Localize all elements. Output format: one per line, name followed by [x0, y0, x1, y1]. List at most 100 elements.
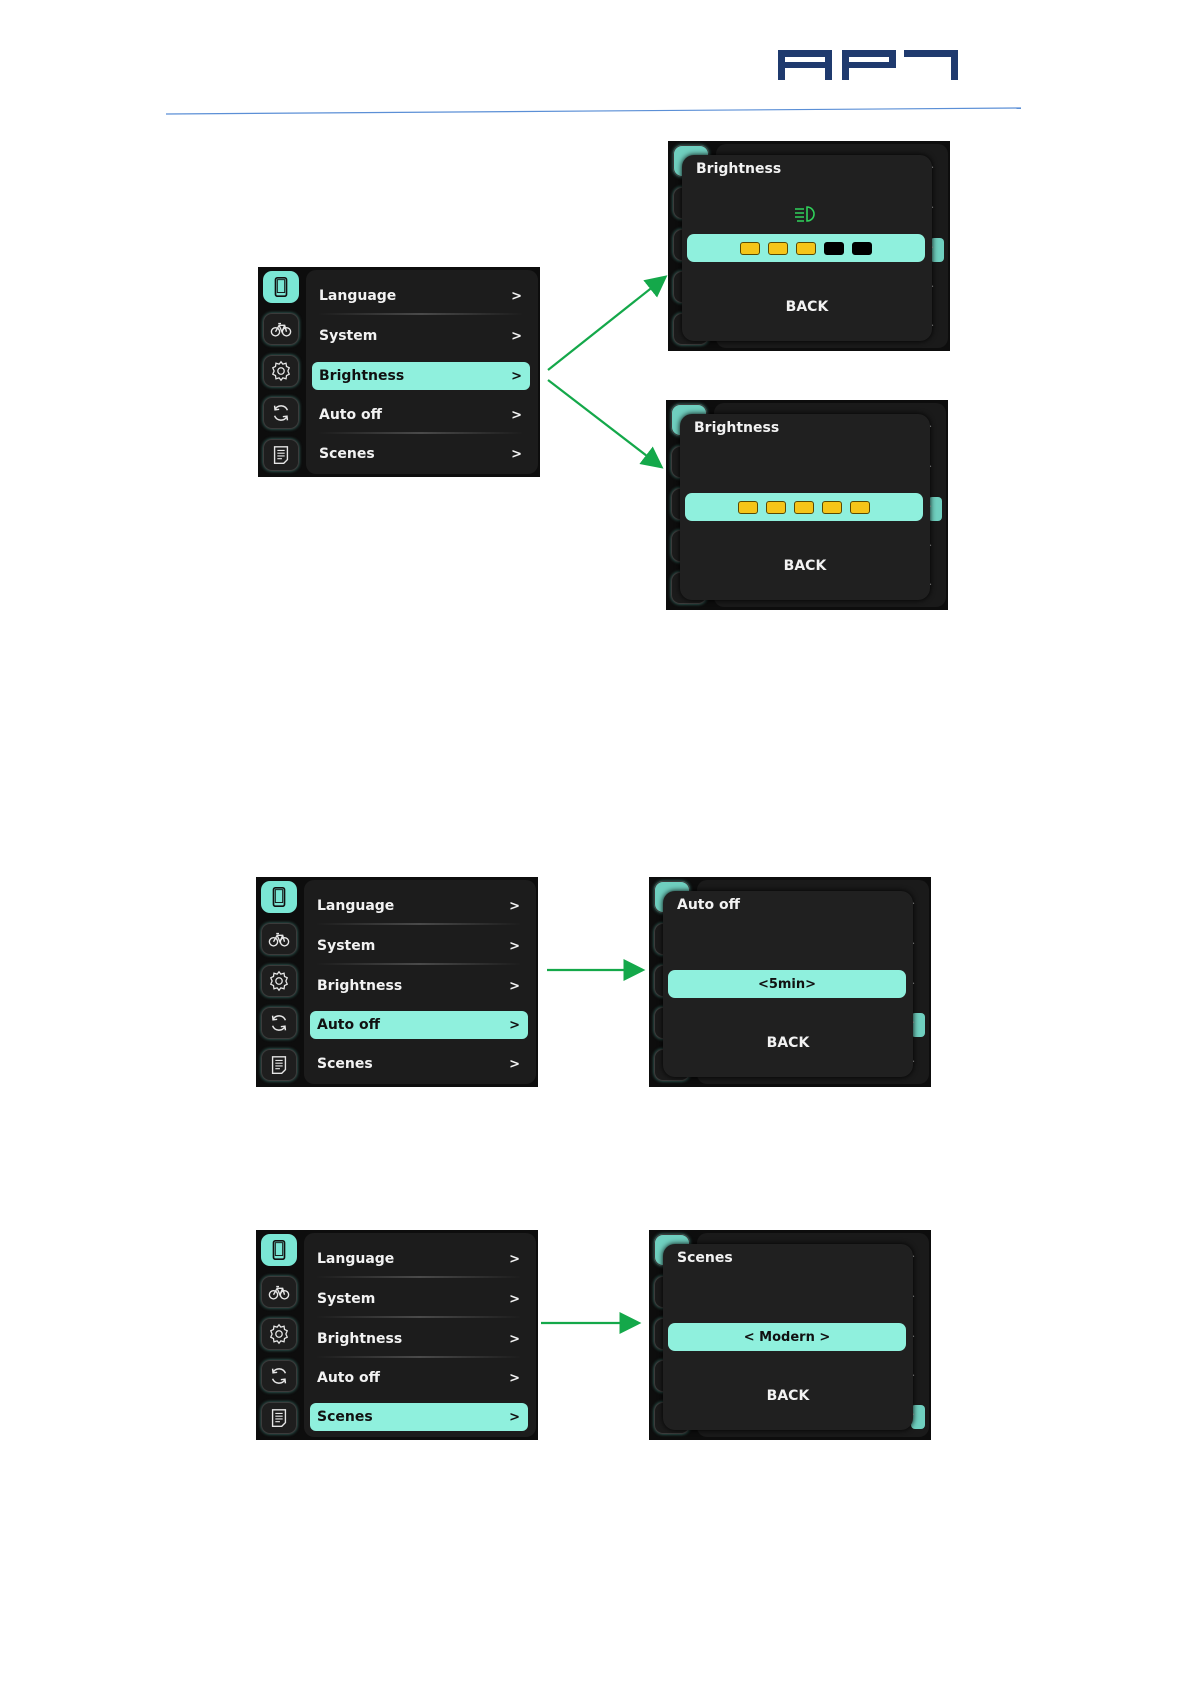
headlight-icon [792, 205, 820, 223]
brightness-segment [740, 242, 760, 255]
menu-item-auto-off[interactable]: Auto off > [310, 1011, 528, 1039]
back-button[interactable]: BACK [663, 1388, 913, 1404]
sidebar-tab-document[interactable] [263, 439, 299, 471]
menu-item-language[interactable]: Language > [312, 282, 530, 310]
sidebar-tab-document[interactable] [261, 1402, 297, 1434]
menu-item-label: System [319, 328, 377, 344]
sidebar-tab-display[interactable] [263, 271, 299, 303]
popup-dialog: Scenes < Modern > BACK [663, 1244, 913, 1430]
brightness-segment [794, 501, 814, 514]
sidebar-tab-refresh[interactable] [261, 1007, 297, 1039]
brightness-segment [768, 242, 788, 255]
menu-item-language[interactable]: Language> [310, 1245, 528, 1273]
chevron-right-icon: > [509, 1252, 520, 1267]
gear-icon [270, 360, 292, 382]
gear-icon [268, 1323, 290, 1345]
chevron-right-icon: > [511, 369, 522, 384]
menu-item-label: Auto off [319, 407, 382, 423]
brightness-segment [766, 501, 786, 514]
arrow-to-brightness-b [548, 380, 660, 466]
brightness-segment [852, 242, 872, 255]
menu-item-system[interactable]: System > [312, 322, 530, 350]
chevron-right-icon: > [509, 979, 520, 994]
document-icon [270, 444, 292, 466]
menu-item-label: Brightness [319, 368, 404, 384]
brightness-segment [824, 242, 844, 255]
popup-dialog: Auto off <5min> BACK [663, 891, 913, 1077]
menu-item-label: Brightness [317, 1331, 402, 1347]
brightness-level-bar[interactable] [687, 234, 925, 262]
brightness-level-bar[interactable] [685, 493, 923, 521]
refresh-icon [268, 1365, 290, 1387]
bicycle-icon [268, 928, 290, 950]
menu-item-label: Auto off [317, 1017, 380, 1033]
display-icon [268, 1239, 290, 1261]
menu-item-label: System [317, 938, 375, 954]
menu-item-label: Language [319, 288, 396, 304]
chevron-right-icon: > [509, 1018, 520, 1033]
sidebar-tab-bicycle[interactable] [263, 313, 299, 345]
bicycle-icon [270, 318, 292, 340]
popup-title: Auto off [677, 897, 740, 913]
bicycle-icon [268, 1281, 290, 1303]
sidebar-tab-gear[interactable] [263, 355, 299, 387]
menu-item-scenes[interactable]: Scenes> [310, 1403, 528, 1431]
sidebar-tab-gear[interactable] [261, 1318, 297, 1350]
gear-icon [268, 970, 290, 992]
sidebar-tab-refresh[interactable] [263, 397, 299, 429]
menu-item-brightness[interactable]: Brightness> [310, 1325, 528, 1353]
popup-dialog: BrightnessBACK [682, 155, 932, 341]
chevron-right-icon: > [509, 1371, 520, 1386]
ap7-logo [778, 50, 958, 80]
menu-item-scenes[interactable]: Scenes> [312, 440, 530, 468]
back-button[interactable]: BACK [663, 1035, 913, 1051]
sidebar-tab-bicycle[interactable] [261, 923, 297, 955]
chevron-right-icon: > [511, 289, 522, 304]
popup-title: Scenes [677, 1250, 733, 1266]
sidebar-tab-display[interactable] [261, 881, 297, 913]
popup-screen-scenes: >>>>>Scenes< Modern >BACK [649, 1230, 931, 1440]
menu-item-system[interactable]: System > [310, 932, 528, 960]
sidebar-tab-document[interactable] [261, 1049, 297, 1081]
menu-divider [318, 313, 524, 315]
chevron-right-icon: > [509, 1057, 520, 1072]
chevron-right-icon: > [509, 939, 520, 954]
back-button[interactable]: BACK [680, 558, 930, 574]
sidebar [256, 1230, 302, 1440]
menu-divider [316, 923, 522, 925]
document-icon [268, 1054, 290, 1076]
menu-divider [316, 963, 522, 965]
sidebar-tab-bicycle[interactable] [261, 1276, 297, 1308]
menu-item-scenes[interactable]: Scenes> [310, 1050, 528, 1078]
brightness-segment [796, 242, 816, 255]
settings-menu: Language>System>Brightness>Auto off>Scen… [304, 1233, 536, 1437]
menu-divider [316, 1316, 522, 1318]
menu-item-auto-off[interactable]: Auto off > [312, 401, 530, 429]
value-selector[interactable]: < Modern > [668, 1323, 906, 1351]
menu-divider [318, 432, 524, 434]
sidebar-tab-gear[interactable] [261, 965, 297, 997]
refresh-icon [268, 1012, 290, 1034]
chevron-right-icon: > [511, 408, 522, 423]
menu-item-brightness[interactable]: Brightness > [312, 362, 530, 390]
sidebar-tab-refresh[interactable] [261, 1360, 297, 1392]
settings-screen-scenes: Language>System>Brightness>Auto off>Scen… [256, 1230, 538, 1440]
settings-screen-auto-off: Language>System>Brightness>Auto off>Scen… [256, 877, 538, 1087]
chevron-right-icon: > [509, 899, 520, 914]
menu-item-label: Scenes [319, 446, 375, 462]
sidebar [256, 877, 302, 1087]
menu-item-brightness[interactable]: Brightness> [310, 972, 528, 1000]
chevron-right-icon: > [509, 1292, 520, 1307]
value-selector[interactable]: <5min> [668, 970, 906, 998]
menu-item-language[interactable]: Language> [310, 892, 528, 920]
menu-item-auto-off[interactable]: Auto off> [310, 1364, 528, 1392]
chevron-right-icon: > [511, 329, 522, 344]
popup-screen-auto-off: >>>>>Auto off<5min>BACK [649, 877, 931, 1087]
back-button[interactable]: BACK [682, 299, 932, 315]
menu-item-system[interactable]: System> [310, 1285, 528, 1313]
sidebar-tab-display[interactable] [261, 1234, 297, 1266]
refresh-icon [270, 402, 292, 424]
